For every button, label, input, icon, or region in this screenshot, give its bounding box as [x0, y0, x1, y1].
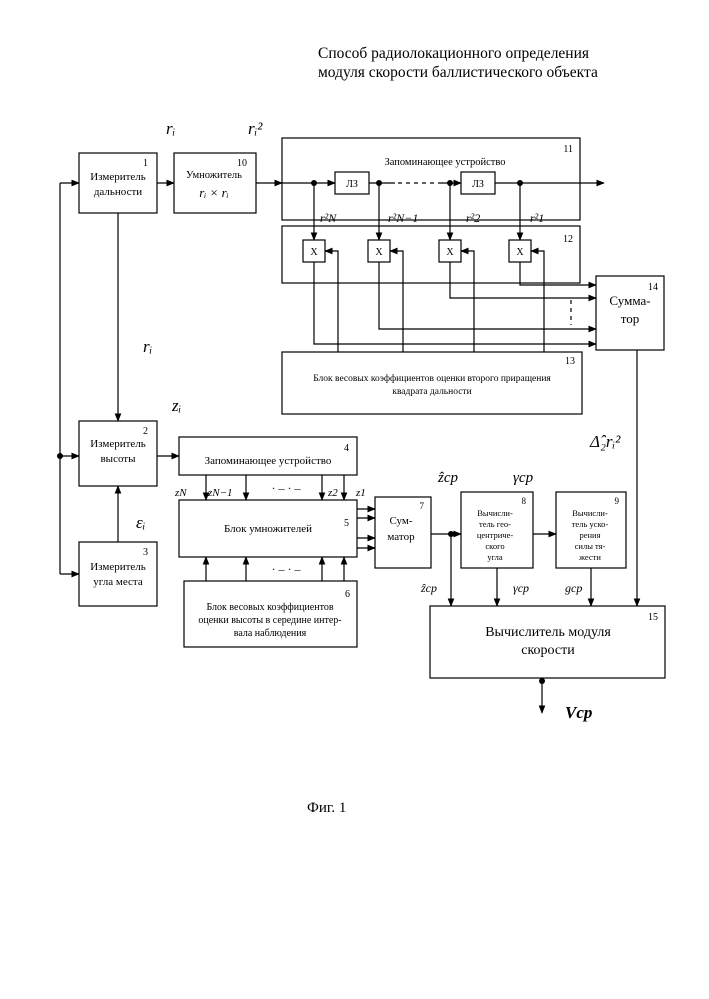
block-2-number: 2: [143, 426, 148, 437]
signal-rN-1-squared: r²N−1: [388, 211, 418, 225]
block-3-label-line1: Измеритель: [90, 561, 146, 573]
block-10-number: 10: [237, 158, 247, 169]
block-9-label-line1: Вычисли-: [572, 508, 608, 518]
junction-dot: [539, 678, 545, 684]
signal-zN: zN: [174, 487, 187, 499]
signal-delta-r-squared: Δ̂₂rᵢ²: [589, 432, 621, 451]
block-1-number: 1: [143, 158, 148, 169]
block-6-number: 6: [345, 589, 350, 600]
block-8-label-line5: угла: [487, 552, 503, 562]
signal-gamma-cp-bottom: γср: [513, 581, 529, 595]
multiplier-x-2-label: X: [375, 247, 383, 258]
block-7-label-line2: матор: [387, 531, 415, 543]
block-3-number: 3: [143, 547, 148, 558]
signal-rN-squared: r²N: [320, 211, 337, 225]
block-14-number: 14: [648, 282, 658, 293]
block-9-label-line3: рения: [579, 530, 600, 540]
signal-z-cp-bottom: ẑср: [420, 581, 437, 595]
signal-r2-squared: r²2: [466, 211, 480, 225]
signal-r-i: rᵢ: [166, 119, 175, 138]
signal-r-i-squared: rᵢ²: [248, 119, 263, 138]
memory-block-11: [282, 138, 580, 220]
signal-z2: z2: [327, 487, 338, 499]
block-9-label-line2: тель уско-: [572, 519, 609, 529]
block-6-label-line3: вала наблюдения: [234, 628, 307, 639]
z-taps-ellipsis: · – · –: [272, 481, 302, 495]
delay-line-1-label: ЛЗ: [346, 179, 358, 190]
junction-dot: [376, 180, 382, 186]
block-9-label-line4: силы тя-: [575, 541, 606, 551]
signal-z-i: zᵢ: [171, 396, 181, 415]
signal-r1-squared: r²1: [530, 211, 544, 225]
block-11-number: 11: [563, 144, 573, 155]
junction-dot: [448, 531, 454, 537]
block-7-number: 7: [420, 501, 425, 511]
signal-epsilon-i: εᵢ: [136, 513, 145, 532]
block-6-label-line1: Блок весовых коэффициентов: [206, 602, 333, 613]
block-8-label-line3: центриче-: [477, 530, 514, 540]
multiplier-row-block-12: [282, 226, 580, 283]
block-5-number: 5: [344, 518, 349, 529]
block-8-number: 8: [522, 496, 527, 506]
block-5-label: Блок умножителей: [224, 523, 312, 535]
signal-z-cp-top: ẑср: [437, 470, 458, 486]
signal-r-i-mid: rᵢ: [143, 337, 152, 356]
block-7-label-line1: Сум-: [389, 515, 412, 527]
signal-z1: z1: [355, 487, 366, 499]
signal-gamma-cp-top: γср: [513, 470, 534, 486]
multiplier-x-3-label: X: [446, 247, 454, 258]
block-10-label-line2: rᵢ × rᵢ: [199, 185, 229, 200]
multiplier-x-1-label: X: [310, 247, 318, 258]
weight-taps-ellipsis: · – · –: [272, 562, 302, 576]
block-13-label-line2: квадрата дальности: [392, 387, 471, 397]
block-13-number: 13: [565, 356, 575, 367]
junction-dot: [447, 180, 453, 186]
block-4-label: Запоминающее устройство: [205, 455, 332, 467]
block-3-label-line2: угла места: [93, 576, 143, 588]
block-9-number: 9: [615, 496, 620, 506]
signal-g-cp: gср: [565, 581, 582, 595]
block-4-number: 4: [344, 443, 349, 454]
block-11-label: Запоминающее устройство: [384, 157, 505, 168]
block-1-label-line1: Измеритель: [90, 171, 146, 183]
block-2-label-line2: высоты: [100, 453, 136, 465]
block-14-label-line1: Сумма-: [609, 293, 650, 308]
signal-zN-1: zN−1: [207, 487, 233, 499]
block-1-label-line2: дальности: [94, 186, 142, 198]
block-8-label-line1: Вычисли-: [477, 508, 513, 518]
junction-dot: [57, 453, 63, 459]
block-8-label-line2: тель гео-: [479, 519, 511, 529]
block-10-label-line1: Умножитель: [186, 170, 242, 181]
signal-v-cp: Vср: [565, 703, 592, 722]
block-15-number: 15: [648, 612, 658, 623]
block-6-label-line2: оценки высоты в середине интер-: [198, 615, 341, 626]
block-9-label-line5: жести: [578, 552, 601, 562]
block-15-label-line2: скорости: [521, 643, 575, 658]
block-14-label-line2: тор: [621, 311, 640, 326]
block-15-label-line1: Вычислитель модуля: [485, 625, 611, 640]
delay-line-2-label: ЛЗ: [472, 179, 484, 190]
junction-dot: [517, 180, 523, 186]
junction-dot: [311, 180, 317, 186]
velocity-calculator-block-15: [430, 606, 665, 678]
multiplier-x-4-label: X: [516, 247, 524, 258]
figure-caption: Фиг. 1: [307, 800, 346, 817]
block-13-label-line1: Блок весовых коэффициентов оценки второг…: [313, 373, 551, 384]
block-12-number: 12: [563, 234, 573, 245]
block-8-label-line4: ского: [485, 541, 504, 551]
block-2-label-line1: Измеритель: [90, 438, 146, 450]
